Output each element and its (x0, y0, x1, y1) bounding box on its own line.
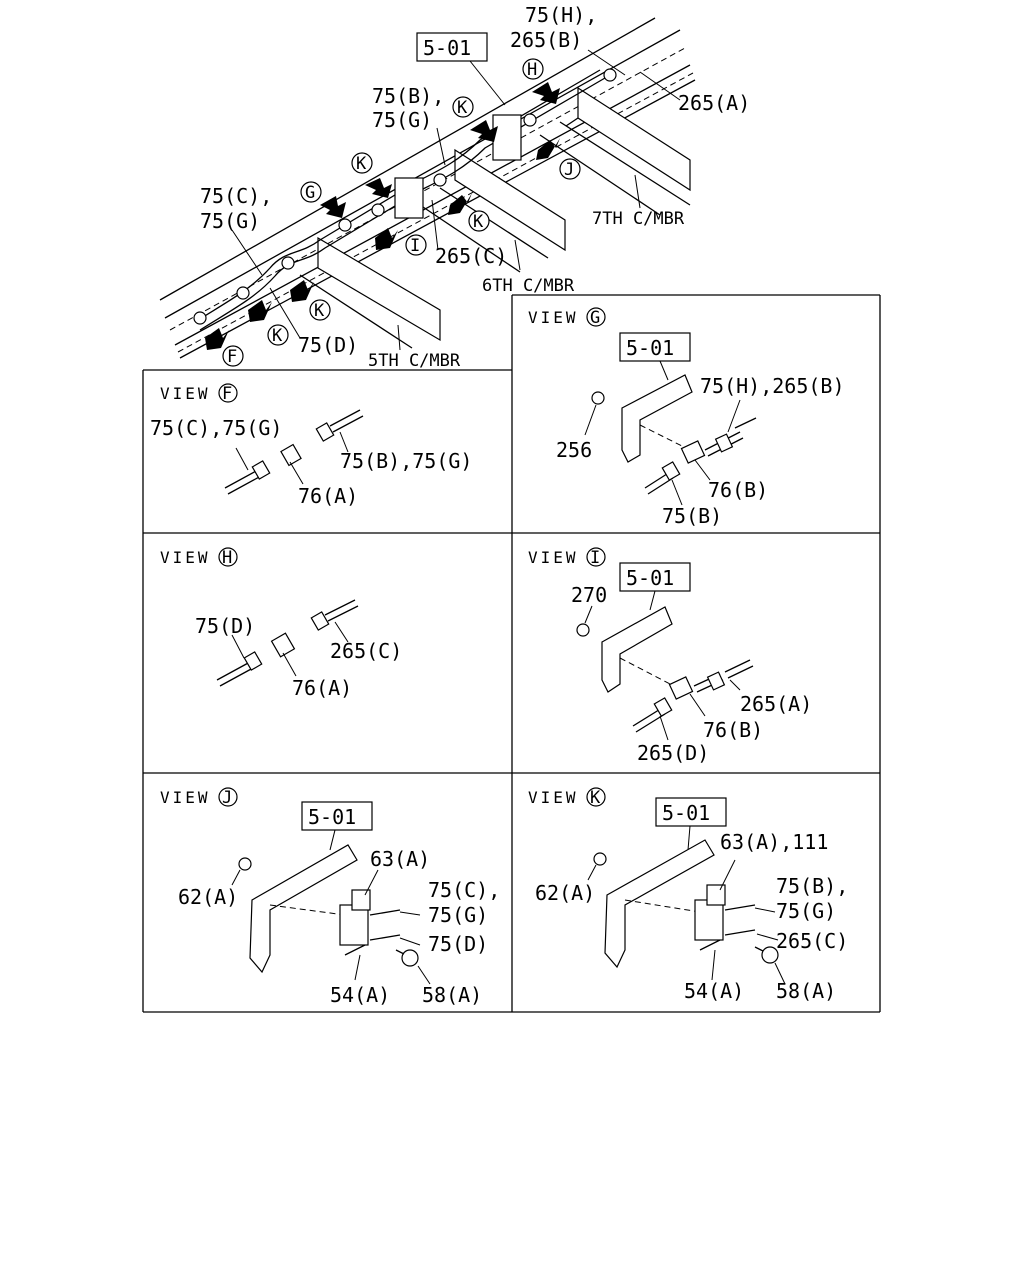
view-i-title: VIEW (528, 548, 579, 567)
label-75d: 75(D) (298, 333, 358, 357)
marker-k-1: K (452, 96, 474, 118)
label-5th-cross-member: 5TH C/MBR (368, 351, 461, 371)
label-75b-75g-line2: 75(G) (372, 108, 432, 132)
view-k-label-265c: 265(C) (776, 929, 848, 953)
overview-illustration: 5-01 75(H), 265(B) 265(A) 75(B), 75(G) 7… (159, 3, 750, 371)
view-i-label-270: 270 (571, 583, 607, 607)
view-i-ref-box (619, 562, 691, 592)
marker-g: G (300, 181, 322, 203)
view-h-marker: H (218, 547, 238, 568)
svg-text:K: K (590, 788, 601, 808)
view-k-marker: K (586, 787, 606, 808)
view-j-label-75c: 75(C), (428, 878, 500, 902)
view-i-ref-box-label: 5-01 (626, 566, 674, 590)
view-g-label-256: 256 (556, 438, 592, 462)
svg-text:F: F (222, 384, 232, 404)
label-265a: 265(A) (678, 91, 750, 115)
view-j-label-75g: 75(G) (428, 903, 488, 927)
view-g-label-75h-265b: 75(H),265(B) (700, 374, 845, 398)
view-f-panel: VIEW F 75(C),75(G) 75(B),75(G) 76(A) (150, 383, 472, 508)
view-k-ref-box (655, 797, 727, 827)
label-75c-75g-line1: 75(C), (200, 184, 272, 208)
svg-text:H: H (222, 548, 232, 568)
view-h-panel: VIEW H 75(D) 265(C) 76(A) (160, 547, 402, 700)
view-h-label-265c: 265(C) (330, 639, 402, 663)
view-f-label-76a: 76(A) (298, 484, 358, 508)
view-j-marker: J (218, 787, 238, 808)
view-h-title: VIEW (160, 548, 211, 567)
svg-text:K: K (314, 301, 325, 321)
view-i-label-265a: 265(A) (740, 692, 812, 716)
marker-h: H (522, 58, 544, 80)
svg-text:J: J (564, 160, 574, 180)
view-k-panel: VIEW K 5-01 63(A),111 62(A) 75(B), 75(G)… (528, 787, 848, 1003)
ref-box-overview (416, 32, 488, 62)
view-f-label-75c-75g: 75(C),75(G) (150, 416, 282, 440)
view-j-label-62a: 62(A) (178, 885, 238, 909)
marker-i: I (405, 234, 427, 256)
view-i-label-265d: 265(D) (637, 741, 709, 765)
svg-text:H: H (527, 60, 537, 80)
view-g-label-75b: 75(B) (662, 504, 722, 528)
view-g-marker: G (586, 307, 606, 328)
marker-k-5: K (267, 324, 289, 346)
view-k-title: VIEW (528, 788, 579, 807)
view-k-label-58a: 58(A) (776, 979, 836, 1003)
svg-text:G: G (590, 308, 600, 328)
view-g-label-76b: 76(B) (708, 478, 768, 502)
label-75h-265b-line2: 265(B) (510, 28, 582, 52)
svg-text:I: I (590, 548, 600, 568)
label-265c: 265(C) (435, 244, 507, 268)
marker-k-3: K (468, 210, 490, 232)
label-75h-265b-line1: 75(H), (525, 3, 597, 27)
view-j-label-75d: 75(D) (428, 932, 488, 956)
marker-j: J (559, 158, 581, 180)
marker-k-2: K (351, 152, 373, 174)
views-grid-frame (142, 294, 881, 1013)
view-k-label-63a-111: 63(A),111 (720, 830, 828, 854)
view-i-label-76b: 76(B) (703, 718, 763, 742)
label-7th-cross-member: 7TH C/MBR (592, 209, 685, 229)
marker-f: F (222, 345, 244, 367)
view-k-label-75b: 75(B), (776, 874, 848, 898)
svg-text:F: F (227, 347, 237, 367)
view-j-ref-box-label: 5-01 (308, 805, 356, 829)
svg-text:K: K (272, 326, 283, 346)
view-f-label-75b-75g: 75(B),75(G) (340, 449, 472, 473)
label-75c-75g-line2: 75(G) (200, 209, 260, 233)
view-k-ref-box-label: 5-01 (662, 801, 710, 825)
svg-text:K: K (457, 98, 468, 118)
ref-box-overview-label: 5-01 (423, 36, 471, 60)
svg-text:J: J (222, 788, 232, 808)
svg-text:G: G (305, 183, 315, 203)
svg-text:I: I (410, 236, 420, 256)
svg-text:K: K (356, 154, 367, 174)
label-6th-cross-member: 6TH C/MBR (482, 276, 575, 296)
view-k-label-54a: 54(A) (684, 979, 744, 1003)
view-k-label-75g: 75(G) (776, 899, 836, 923)
label-75b-75g-line1: 75(B), (372, 84, 444, 108)
view-h-label-75d: 75(D) (195, 614, 255, 638)
view-g-panel: VIEW G 5-01 75(H),265(B) 256 76(B) 75(B) (528, 307, 845, 528)
view-f-marker: F (218, 383, 238, 404)
view-g-title: VIEW (528, 308, 579, 327)
view-g-ref-box-label: 5-01 (626, 336, 674, 360)
view-g-ref-box (619, 332, 691, 362)
view-j-title: VIEW (160, 788, 211, 807)
svg-text:K: K (473, 212, 484, 232)
view-j-label-54a: 54(A) (330, 983, 390, 1007)
view-f-title: VIEW (160, 384, 211, 403)
view-k-label-62a: 62(A) (535, 881, 595, 905)
view-j-panel: VIEW J 5-01 63(A) 62(A) 75(C), 75(G) 75(… (160, 787, 500, 1007)
marker-k-4: K (309, 299, 331, 321)
view-i-panel: VIEW I 5-01 270 265(A) 76(B) 265(D) (528, 547, 812, 765)
view-j-ref-box (301, 801, 373, 831)
view-j-label-58a: 58(A) (422, 983, 482, 1007)
view-i-marker: I (586, 547, 606, 568)
view-h-label-76a: 76(A) (292, 676, 352, 700)
view-j-label-63a: 63(A) (370, 847, 430, 871)
